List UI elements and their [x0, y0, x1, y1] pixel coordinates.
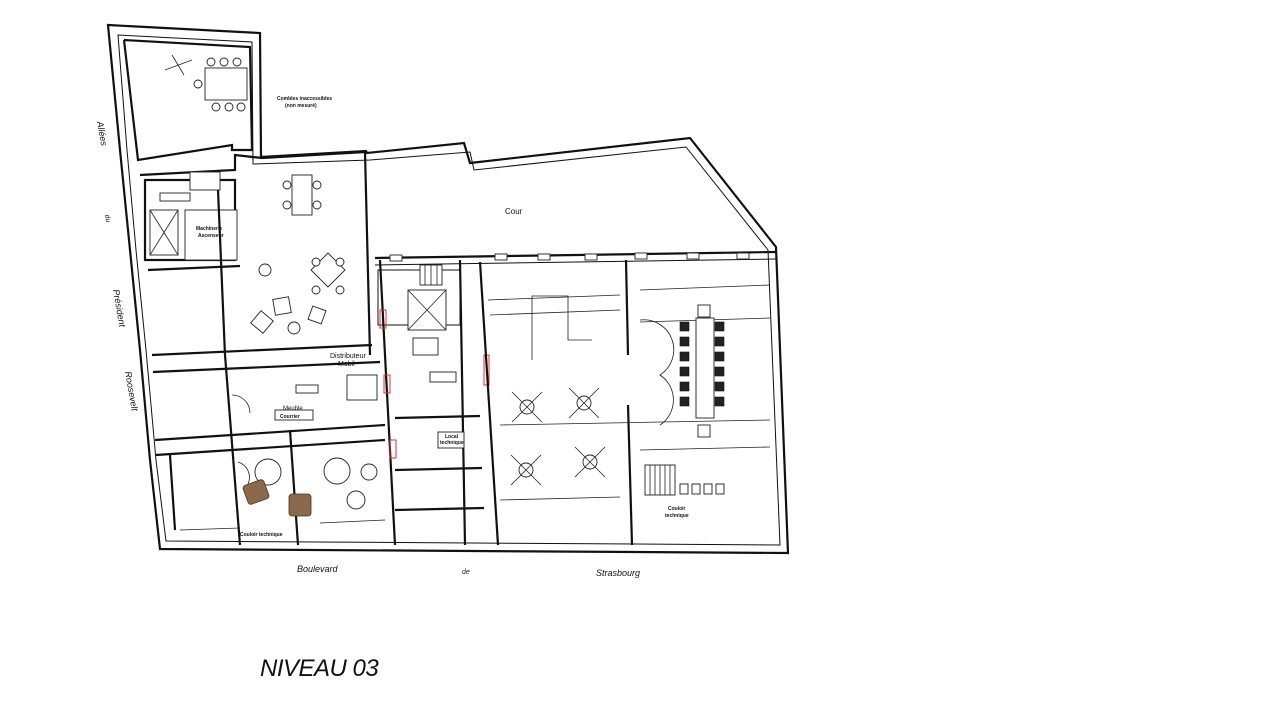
- street-bottom-3: Strasbourg: [596, 568, 640, 578]
- label-combles-note: (non mesuré): [285, 103, 317, 109]
- label-couloir: Couloir: [668, 506, 686, 512]
- level-title: NIVEAU 03: [260, 655, 379, 682]
- street-left-4: Roosevelt: [123, 371, 140, 413]
- combles-room: [122, 38, 254, 162]
- label-meuble: Meuble: [283, 406, 303, 412]
- label-machinerie: Machinerie: [196, 226, 222, 232]
- street-bottom-1: Boulevard: [297, 564, 339, 574]
- windows: [389, 252, 750, 262]
- label-meuble-2: Courrier: [280, 414, 300, 420]
- label-local-technique-2: technique: [440, 440, 464, 446]
- label-machinerie-2: Ascenseur: [198, 233, 224, 239]
- street-left-2: du: [103, 214, 111, 223]
- street-left-3: Président: [111, 289, 128, 329]
- label-local-technique: Local: [445, 434, 459, 440]
- label-distributeur: Distributeur: [330, 353, 366, 360]
- label-couloir-2: technique: [665, 513, 689, 519]
- central-stair: [377, 259, 490, 546]
- right-wing: [374, 250, 777, 546]
- interior-walls: [139, 150, 397, 546]
- outer-walls: [106, 23, 790, 555]
- armchair: [288, 493, 312, 517]
- armchair: [242, 479, 270, 505]
- label-distributeur-2: Mobil: [338, 361, 355, 368]
- label-cour: Cour: [505, 207, 523, 216]
- round-table-group: [510, 387, 606, 486]
- label-combles: Combles inaccessibles: [277, 96, 332, 102]
- label-couloir-technique: Couloir technique: [240, 532, 283, 538]
- lounge-furniture: [242, 174, 378, 517]
- street-bottom-2: de: [462, 569, 470, 576]
- street-left-1: Allées: [95, 120, 109, 147]
